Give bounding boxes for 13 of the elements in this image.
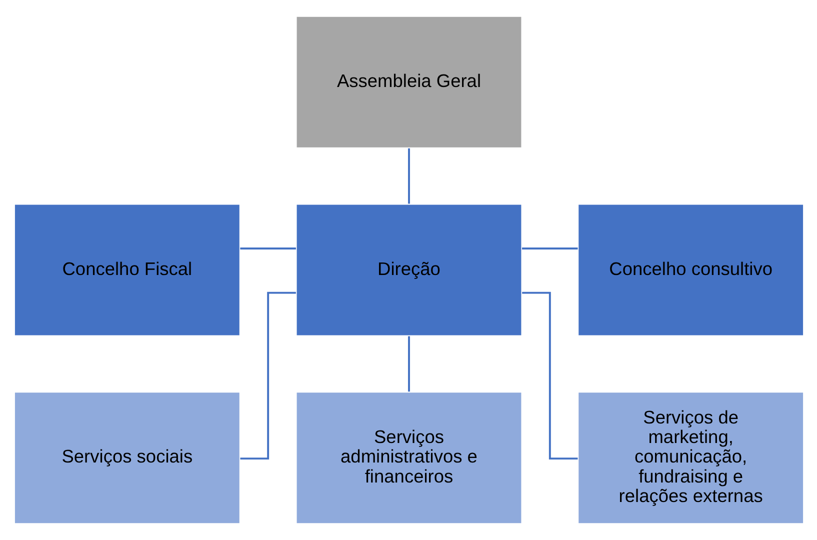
connector	[408, 148, 410, 204]
node-box: Serviços administrativos e financeiros	[294, 391, 522, 524]
node-box: Assembleia Geral	[294, 16, 522, 149]
connector	[522, 248, 578, 250]
connector	[522, 292, 578, 460]
node-box: Serviços de marketing, comunicação, fundraising e relações externas	[576, 391, 804, 524]
connector	[240, 292, 296, 460]
node-box: Concelho consultivo	[576, 203, 804, 337]
connector	[240, 248, 296, 250]
node-box: Serviços sociais	[13, 391, 240, 524]
node-box: Direção	[294, 203, 522, 337]
connector	[408, 336, 410, 392]
node-box: Concelho Fiscal	[13, 203, 240, 337]
